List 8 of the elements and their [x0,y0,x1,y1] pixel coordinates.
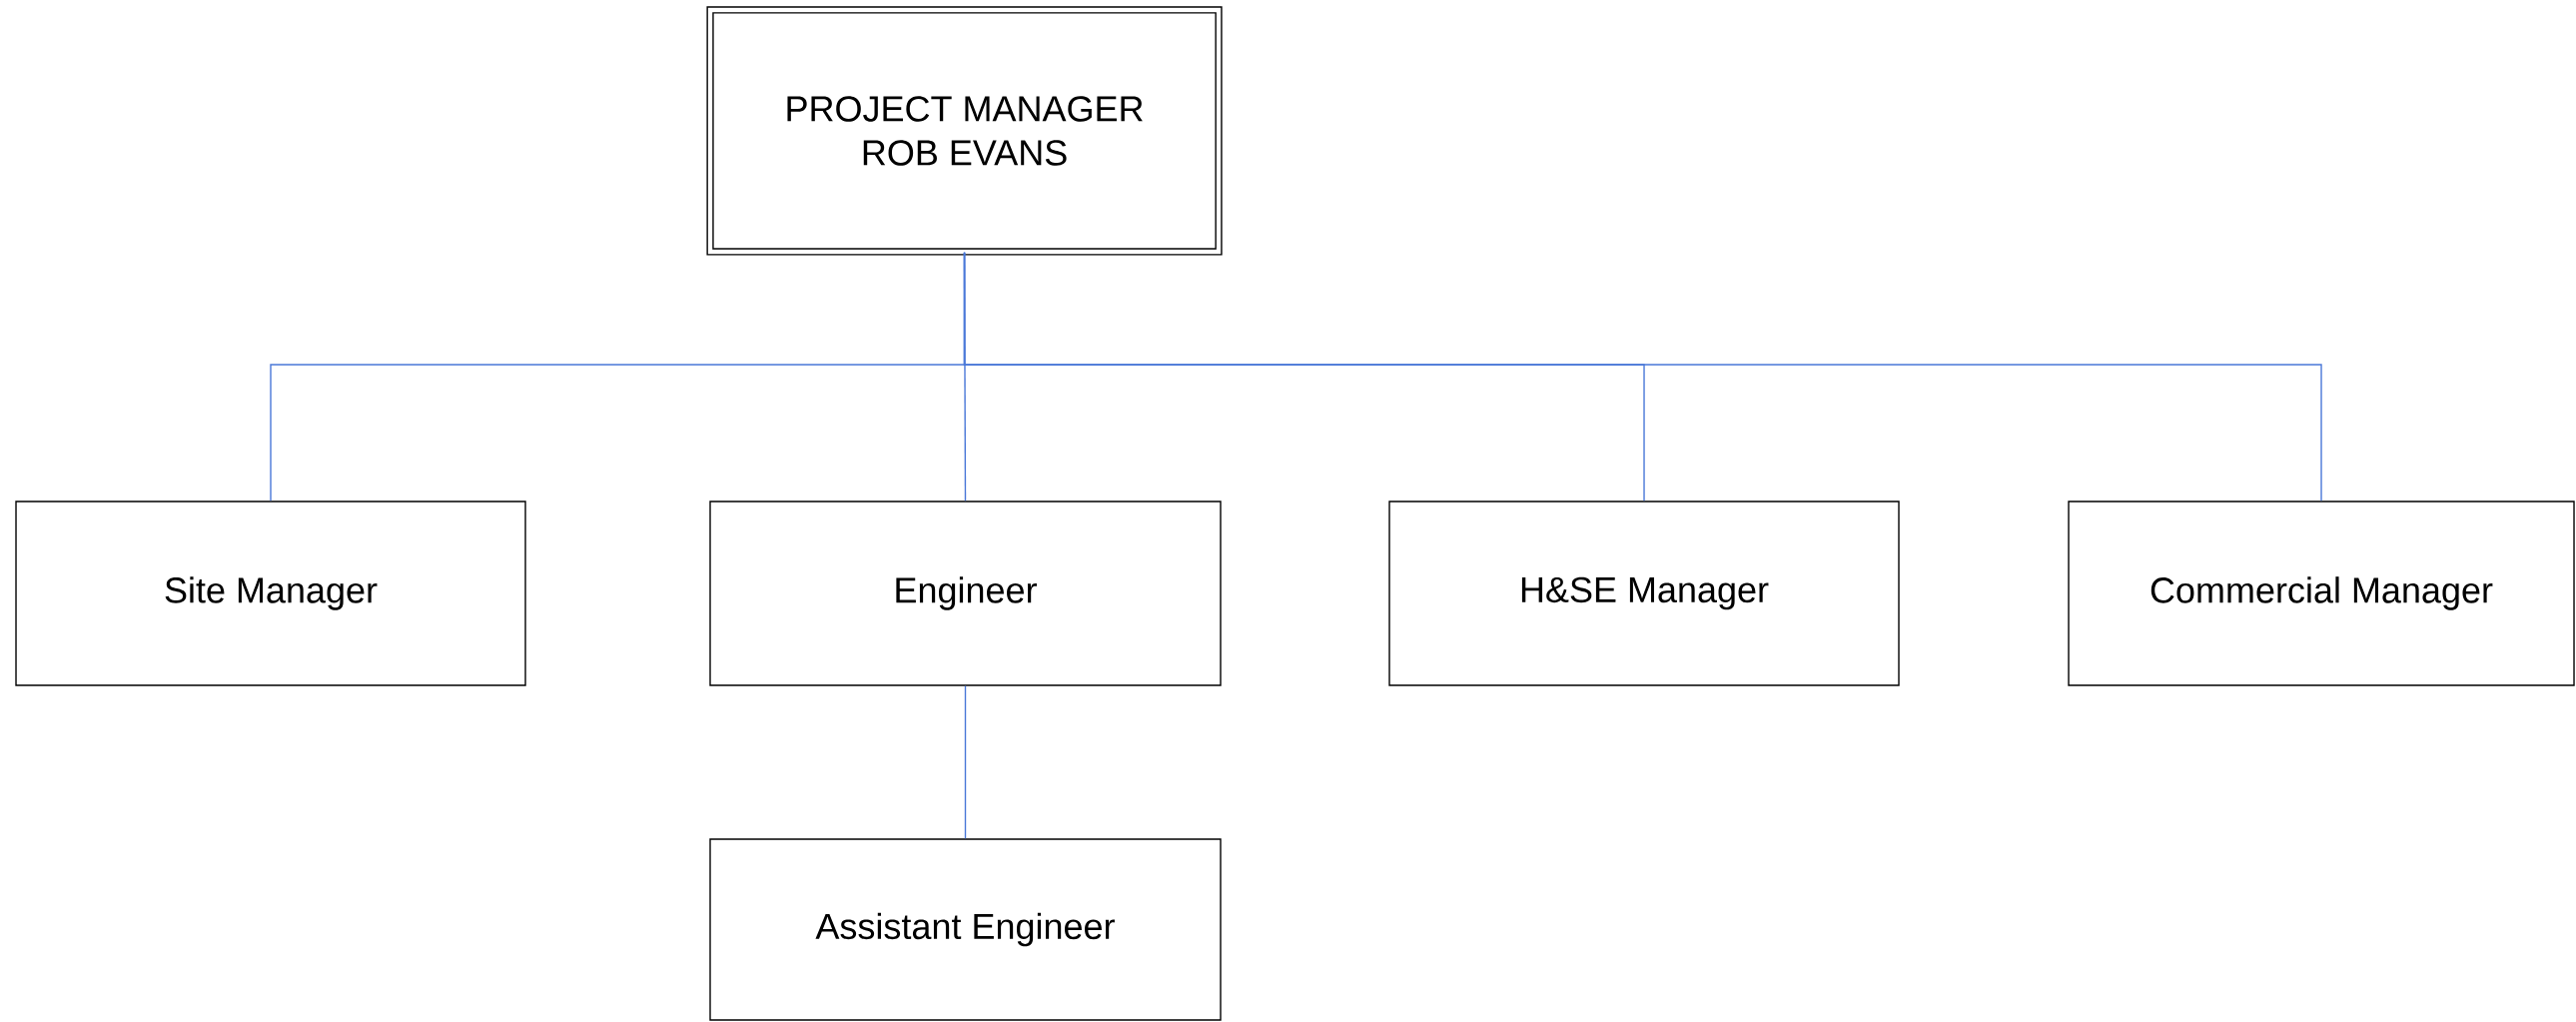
role-box: Site Manager [15,501,526,686]
role-box: Commercial Manager [2068,501,2575,686]
connector-line [964,684,967,839]
role-box: Assistant Engineer [709,838,1222,1021]
role-box: H&SE Manager [1388,501,1900,686]
role-box: Engineer [709,501,1222,686]
connector-line [963,252,2322,502]
role-box: PROJECT MANAGER ROB EVANS [706,6,1223,256]
